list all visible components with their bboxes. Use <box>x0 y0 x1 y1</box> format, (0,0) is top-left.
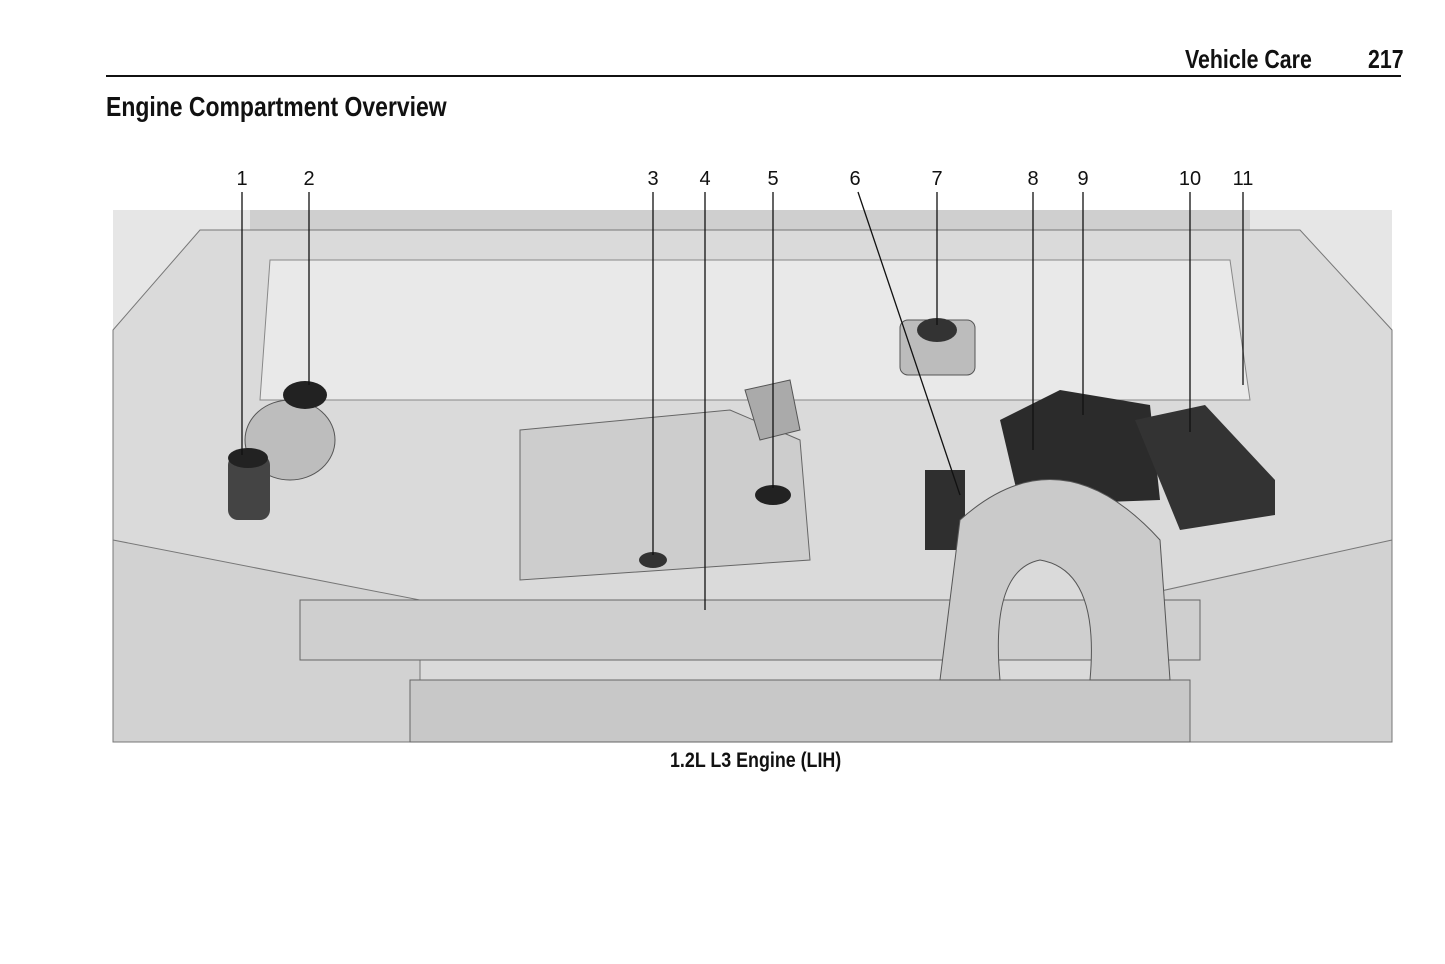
callout-3: 3 <box>647 168 659 190</box>
callout-10: 10 <box>1178 168 1202 190</box>
callout-6: 6 <box>849 168 861 190</box>
callout-9: 9 <box>1077 168 1089 190</box>
callout-7: 7 <box>931 168 943 190</box>
header-rule <box>106 75 1401 77</box>
callout-1: 1 <box>236 168 248 190</box>
callout-5: 5 <box>767 168 779 190</box>
callout-11: 11 <box>1232 168 1254 190</box>
callout-4: 4 <box>699 168 711 190</box>
page-title: Engine Compartment Overview <box>106 91 447 122</box>
callout-8: 8 <box>1027 168 1039 190</box>
leader-line-6 <box>857 191 961 496</box>
header-section: Vehicle Care <box>1185 44 1312 74</box>
page-number: 217 <box>1368 44 1404 74</box>
callout-2: 2 <box>303 168 315 190</box>
figure-caption: 1.2L L3 Engine (LIH) <box>670 749 842 772</box>
